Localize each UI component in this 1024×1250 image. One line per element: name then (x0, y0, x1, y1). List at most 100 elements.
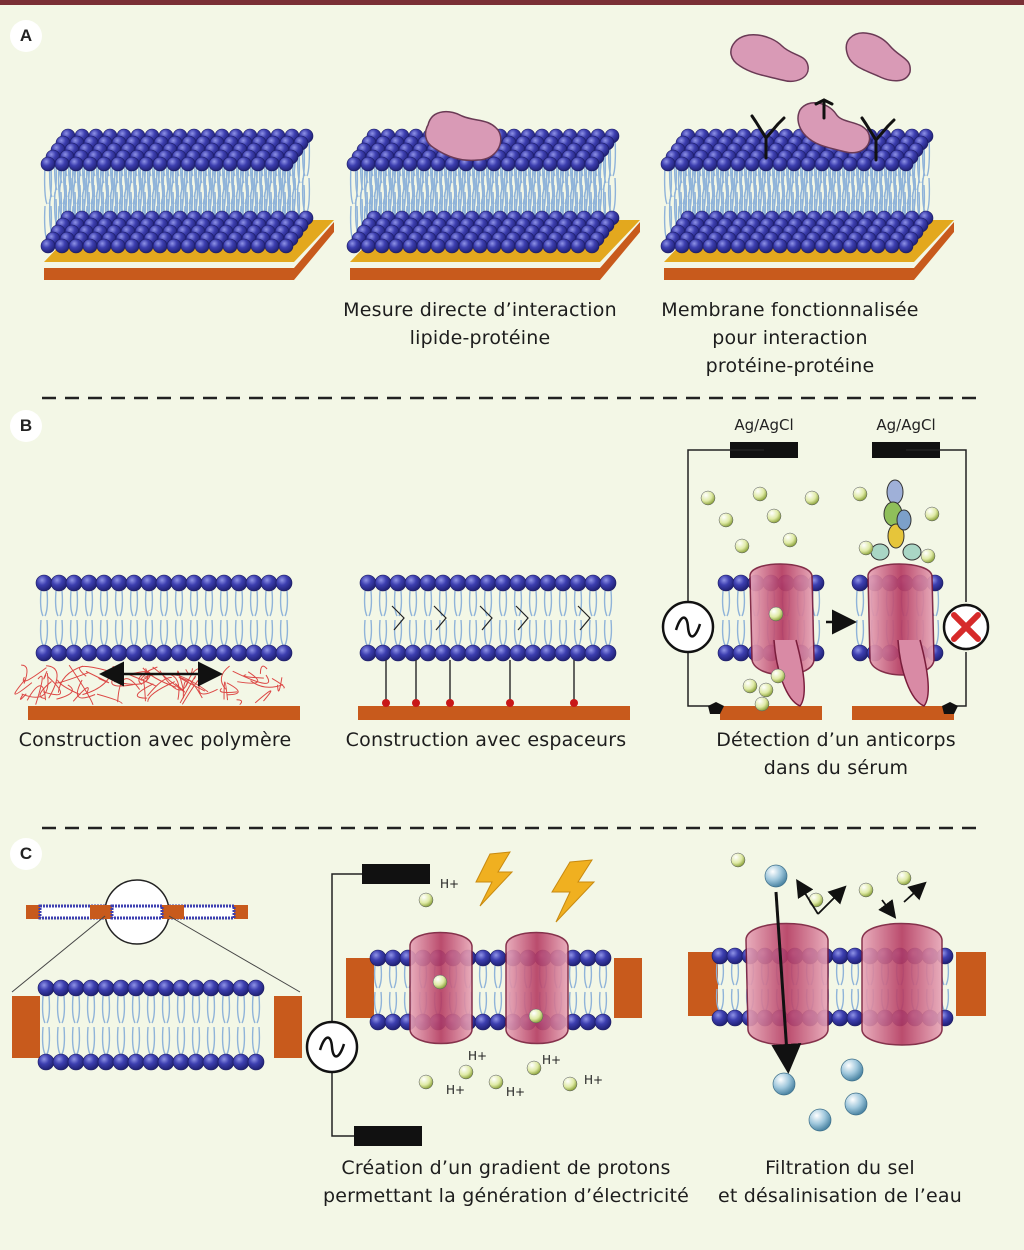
lipid-head (556, 156, 572, 172)
lipid-head (152, 238, 168, 254)
lipid-head (388, 238, 404, 254)
lipid-head (65, 644, 83, 662)
lipid-head (155, 644, 173, 662)
anchor-lipid (515, 605, 529, 631)
lipid-head (884, 238, 900, 254)
lipid-tail (43, 165, 53, 205)
salt-ion (730, 852, 746, 868)
lipid-head (54, 156, 70, 172)
lipid-tail (253, 165, 263, 205)
lipid-head (472, 238, 488, 254)
substrate (350, 222, 640, 280)
lipid-head (744, 238, 760, 254)
lipid-head (542, 238, 558, 254)
sine-wave-icon (674, 616, 702, 638)
lipid-head (842, 238, 858, 254)
water-molecule (772, 1072, 796, 1096)
lipid-head (80, 644, 98, 662)
lipid-tail (598, 965, 608, 989)
lipid-head (599, 644, 617, 662)
polymer-strand (232, 670, 270, 684)
lipid-head (260, 574, 278, 592)
lipid-head (200, 574, 218, 592)
lipid-head (187, 979, 205, 997)
lipid-head (717, 574, 735, 592)
lipid-tail (583, 991, 593, 1015)
polymer-strand (182, 679, 203, 699)
lipid-head (674, 156, 690, 172)
tethered-bilayer (359, 574, 617, 662)
zoom-line (11, 915, 106, 993)
lipid-head (222, 238, 238, 254)
lipid-tail (859, 165, 869, 205)
lipid-head (579, 949, 597, 967)
lipid-head (346, 238, 362, 254)
lipid-tail (573, 619, 583, 646)
lipid-head (359, 574, 377, 592)
lipid-head (82, 979, 100, 997)
lipid-tail (161, 1026, 171, 1055)
lipid-tail (730, 988, 740, 1011)
lipid-head (449, 574, 467, 592)
ion-particles (700, 486, 940, 712)
lipid-head (514, 156, 530, 172)
lipid-head (404, 644, 422, 662)
supported-bilayer-3d-3 (660, 128, 954, 280)
lipid-head (594, 1013, 612, 1031)
lipid-tail (101, 1026, 111, 1055)
lipid-tail (433, 165, 443, 205)
polymer-strand (42, 676, 61, 696)
caption-line: Détection d’un anticorps (716, 729, 956, 751)
lipid-tail (475, 165, 485, 205)
lipid-head (509, 574, 527, 592)
lipid-head (730, 238, 746, 254)
lipid-head (250, 156, 266, 172)
lipid-head (730, 156, 746, 172)
lipid-head (67, 1053, 85, 1071)
lipid-tail (705, 165, 715, 205)
support-block (162, 905, 184, 919)
lipid-head (402, 156, 418, 172)
lipid-tail (393, 590, 403, 617)
proton (526, 1060, 542, 1076)
lipid-head (594, 949, 612, 967)
protein-icon (730, 34, 809, 82)
lipid-head (82, 156, 98, 172)
particle (766, 508, 782, 524)
lipid-tail (197, 165, 207, 205)
substrate (720, 706, 822, 720)
lipid-tail (131, 1026, 141, 1055)
lipid-tail (513, 619, 523, 646)
lipid-tail (141, 165, 151, 205)
spacer-anchor (446, 699, 454, 707)
spacer-anchor (412, 699, 420, 707)
lipid-head (180, 156, 196, 172)
lipid-tail (191, 995, 201, 1024)
water-molecule (808, 1108, 832, 1132)
caption-line: Mesure directe d’interaction (343, 299, 617, 321)
lipid-tail (251, 1026, 261, 1055)
lipid-tail (378, 619, 388, 646)
lipid-tail (388, 991, 398, 1015)
particle (852, 486, 868, 502)
lipid-tail (663, 165, 673, 205)
lipid-tail (69, 619, 79, 646)
wire (331, 873, 362, 1022)
lipid-tail (423, 619, 433, 646)
particle (782, 532, 798, 548)
lipid-head (374, 238, 390, 254)
particle (718, 512, 734, 528)
lipid-head (458, 238, 474, 254)
support-block (346, 958, 374, 1018)
lipid-head (68, 156, 84, 172)
water-flow-arrow (771, 891, 802, 1074)
lipid-tail (116, 995, 126, 1024)
lipid-head (68, 238, 84, 254)
lipid-tail (447, 165, 457, 205)
lipid-tail (267, 165, 277, 205)
panel-label-c: C (10, 838, 42, 870)
lipid-tail (56, 995, 66, 1024)
lipid-head (215, 574, 233, 592)
caption-b2: Construction avec espaceurs (326, 726, 646, 754)
lipid-head (200, 644, 218, 662)
